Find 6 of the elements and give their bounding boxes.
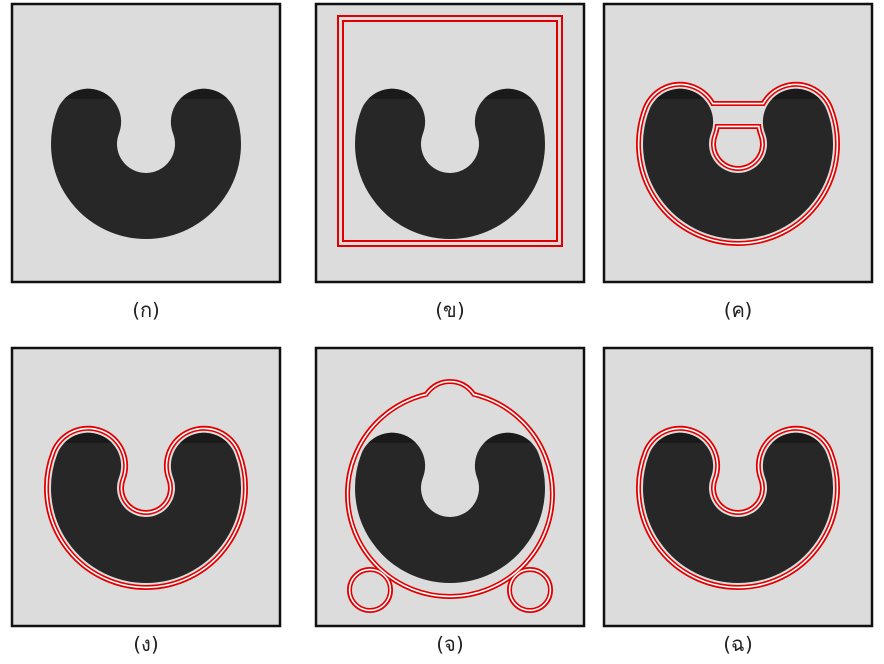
panel-label: (ข): [435, 297, 465, 324]
panel-label: (ก): [132, 297, 160, 324]
panel-label: (ค): [724, 297, 752, 324]
panel-label: (จ): [436, 631, 464, 658]
panel-label: (ฉ): [723, 631, 753, 658]
panel-label: (ง): [133, 631, 159, 658]
